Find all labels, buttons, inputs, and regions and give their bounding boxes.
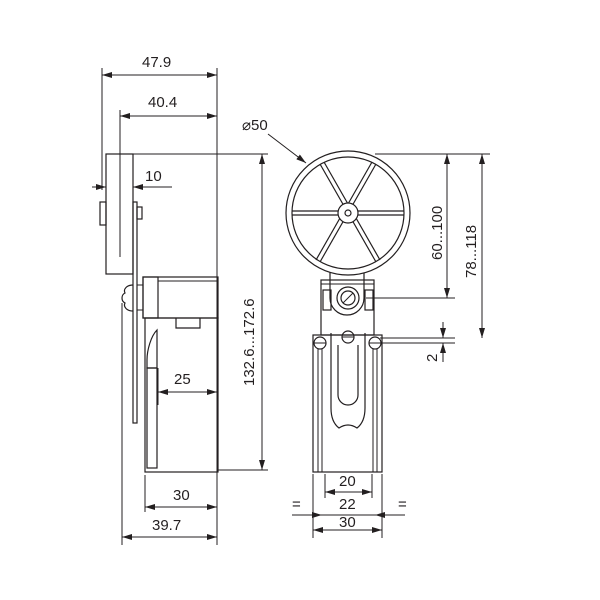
roller-wheel <box>285 150 411 276</box>
front-view: ⌀50 60...100 78...118 2 20 22 = = 30 <box>242 117 490 538</box>
side-view: 47.9 40.4 10 25 132.6...172.6 30 39.7 <box>92 54 268 545</box>
dim-overall-width: 47.9 <box>142 54 171 71</box>
dim-wheel-height-range: 60...100 <box>429 206 446 260</box>
switch-body <box>144 317 219 473</box>
dim-wheel-diameter: ⌀50 <box>242 117 268 134</box>
dim-mount-22: 22 <box>339 496 356 513</box>
front-body <box>312 334 383 473</box>
dim-lever-height-range: 78...118 <box>463 225 480 278</box>
equal-mark-right: = <box>398 496 407 513</box>
dim-total-depth: 39.7 <box>152 517 181 534</box>
dim-body-depth: 30 <box>173 487 190 504</box>
dim-body-width: 30 <box>339 514 356 531</box>
switch-head <box>142 276 219 319</box>
dim-gap: 2 <box>424 354 441 362</box>
dim-body-inner: 25 <box>174 371 191 388</box>
dim-height-range: 132.6...172.6 <box>241 298 258 386</box>
equal-mark-left: = <box>292 496 301 513</box>
dim-lever-offset: 10 <box>145 168 162 185</box>
dim-lever-width: 40.4 <box>148 94 177 111</box>
dim-mount-20: 20 <box>339 473 356 490</box>
